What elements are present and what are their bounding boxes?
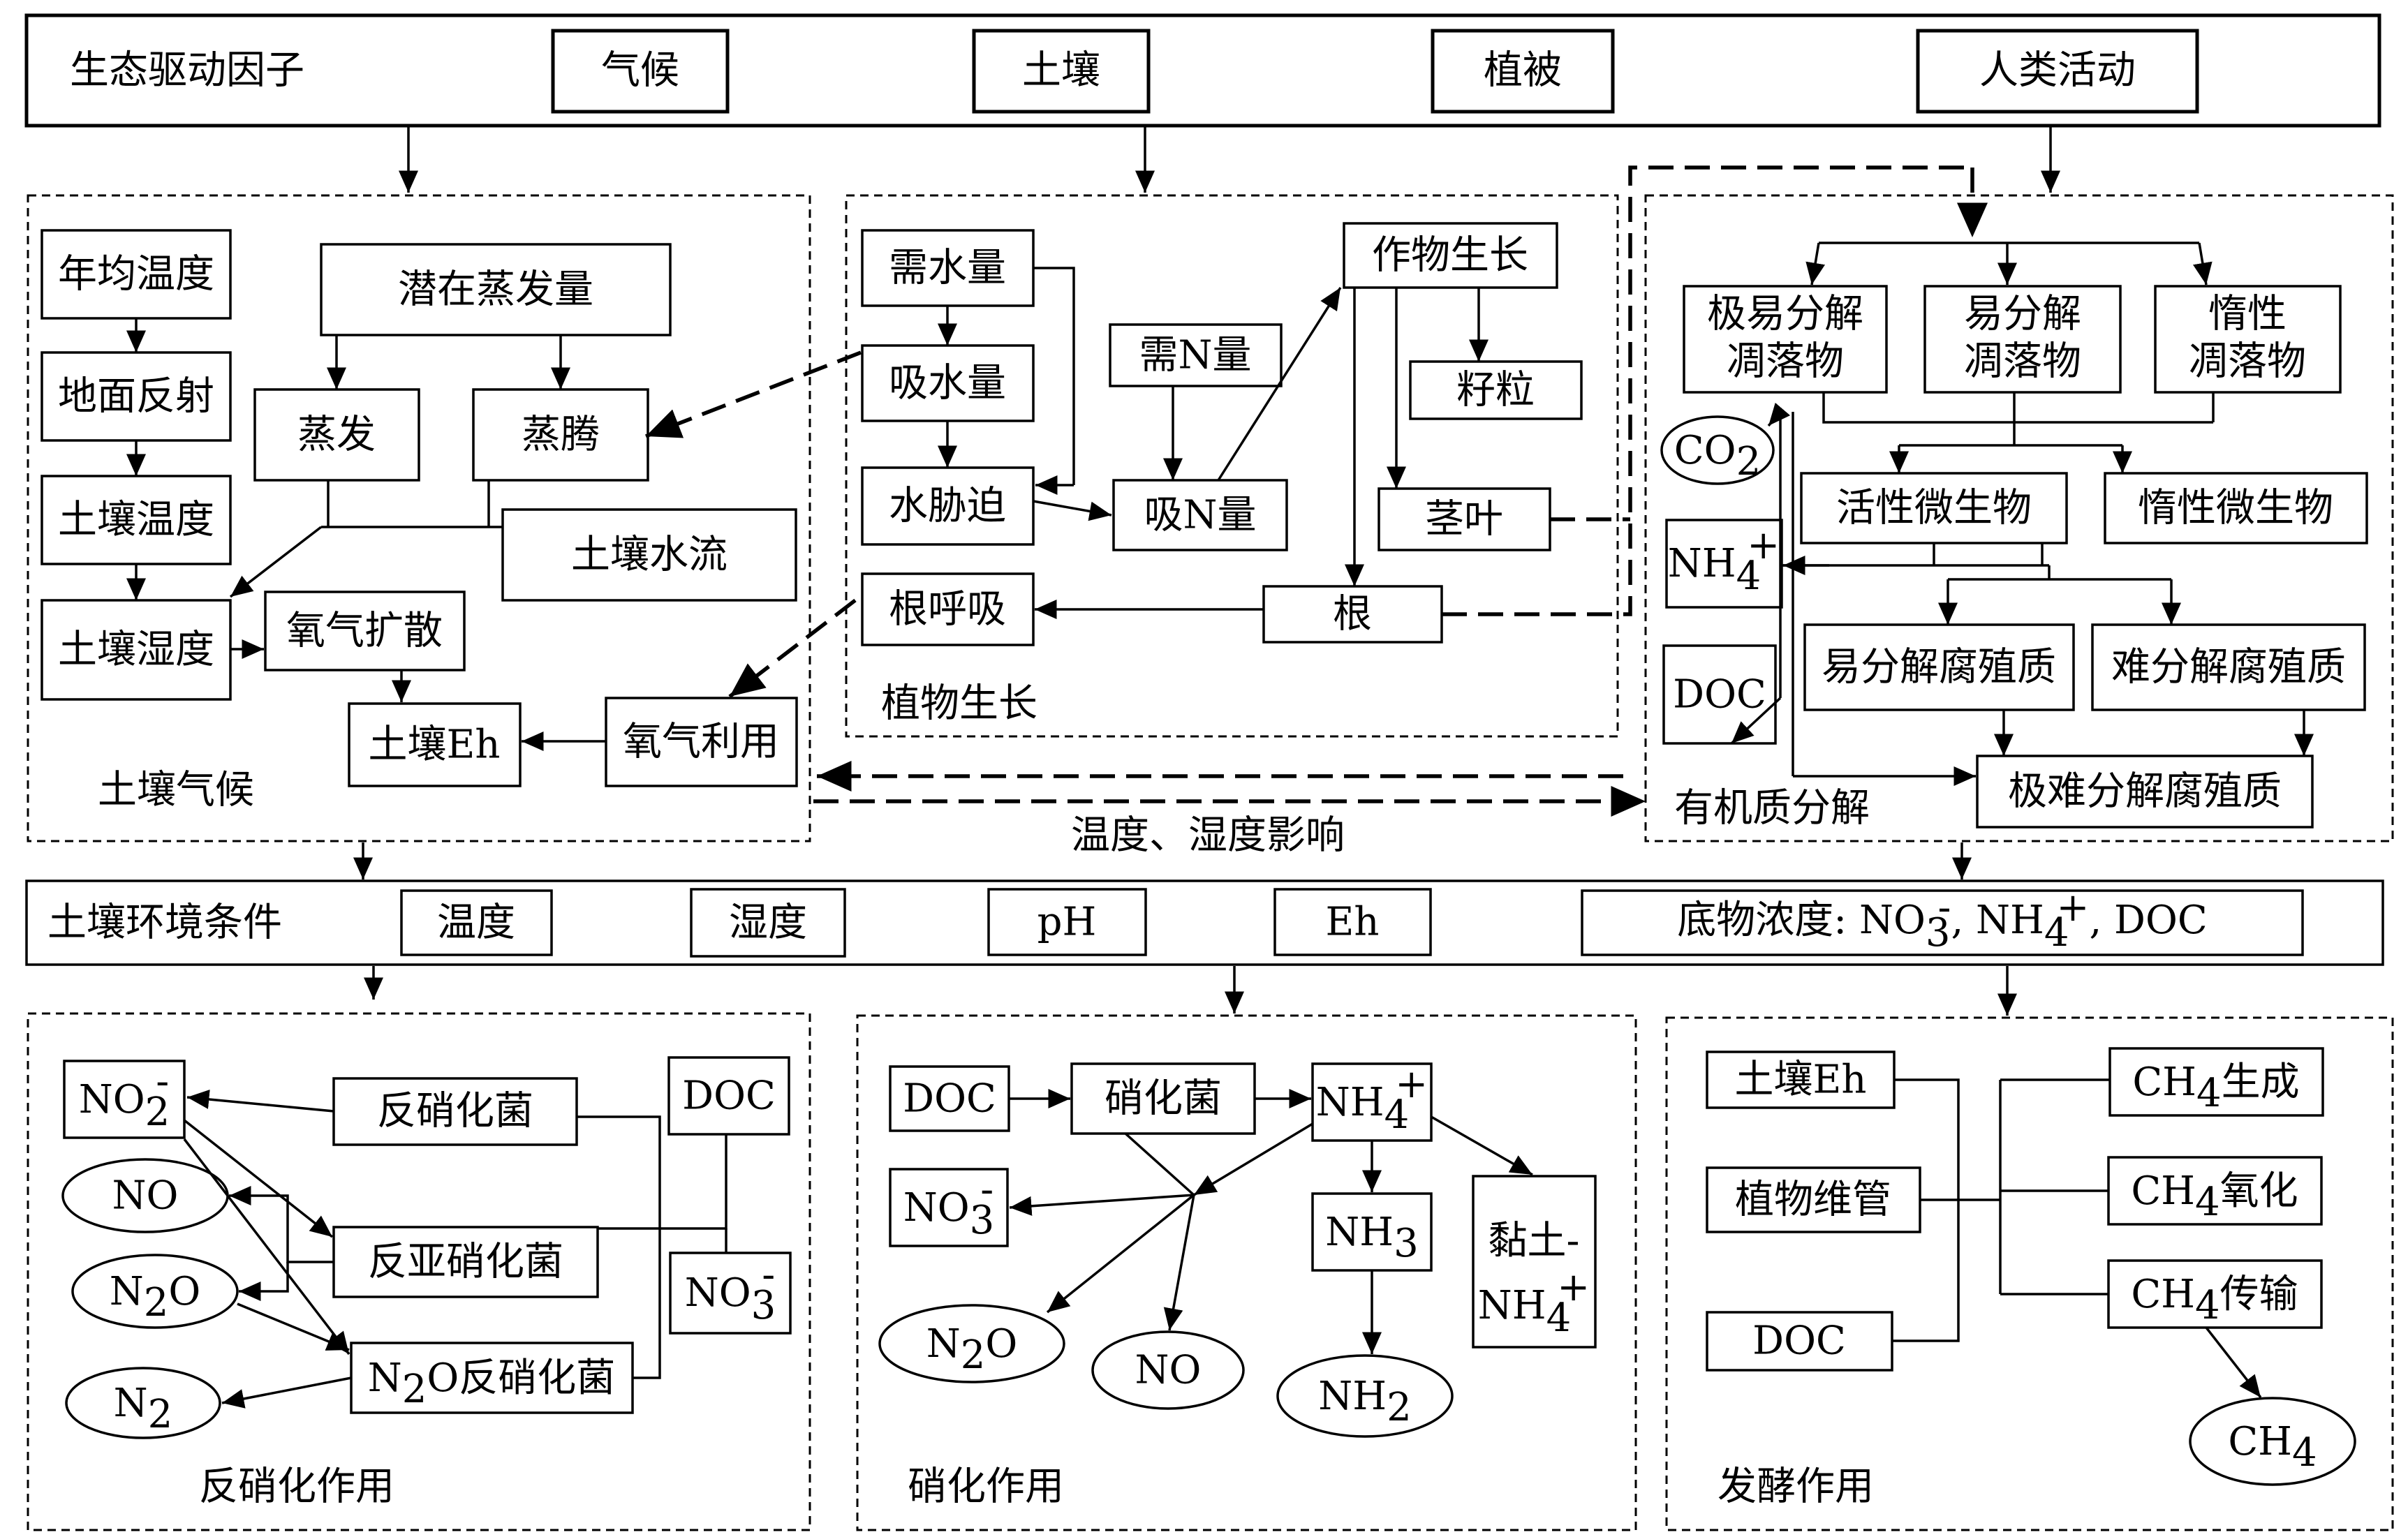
soil-climate-caption: 土壤气候	[98, 768, 254, 813]
grain-box: 籽粒	[1456, 368, 1535, 413]
nit-n2o: N2O	[926, 1321, 1018, 1378]
n2o-denitrifier-box: N2O反硝化菌	[368, 1356, 616, 1412]
stem-leaf-box: 茎叶	[1425, 497, 1503, 542]
env-eh: Eh	[1326, 900, 1380, 945]
litter-inert-l1: 惰性	[2208, 292, 2287, 337]
very-resistant-humus-box: 极难分解腐殖质	[2008, 769, 2282, 815]
driver-bar: 生态驱动因子 气候 土壤 植被 人类活动	[24, 13, 2381, 128]
denit-doc: DOC	[682, 1074, 776, 1119]
inert-microbe-box: 惰性微生物	[2138, 486, 2333, 531]
denitrifier-box: 反硝化菌	[377, 1089, 533, 1134]
ch4-transport-box: CH4传输	[2131, 1272, 2298, 1328]
doc-label: DOC	[1673, 672, 1766, 718]
soil-temp-box: 土壤温度	[58, 498, 214, 543]
factor-human: 人类活动	[1979, 48, 2136, 94]
co2-label: CO2	[1674, 428, 1761, 484]
ferm-soil-eh: 土壤Eh	[1735, 1057, 1867, 1103]
denit-no: NO	[112, 1173, 179, 1219]
denit-n2: N2	[114, 1381, 173, 1437]
root-respiration-box: 根呼吸	[889, 587, 1006, 632]
section-nitrification: 硝化作用 DOC 硝化菌 NH4+ NO3- NH3 黏土- NH4+ N2O …	[856, 1014, 1637, 1531]
oxygen-use-box: 氧气利用	[623, 720, 779, 765]
factor-vegetation: 植被	[1484, 48, 1562, 94]
plant-growth-caption: 植物生长	[881, 681, 1037, 727]
ferm-plant-vessel: 植物维管	[1735, 1178, 1891, 1223]
root-box: 根	[1333, 592, 1372, 637]
nitrite-denitrifier-box: 反亚硝化菌	[368, 1240, 563, 1285]
env-bar: 土壤环境条件 温度 湿度 pH Eh 底物浓度: NO3-, NH4+, DOC	[25, 879, 2384, 966]
denit-n2o: N2O	[110, 1269, 201, 1326]
active-microbe-box: 活性微生物	[1836, 486, 2032, 531]
ferm-doc: DOC	[1752, 1319, 1846, 1364]
litter-very-labile-l1: 极易分解	[1707, 292, 1863, 337]
labile-humus-box: 易分解腐殖质	[1822, 645, 2056, 690]
nit-nh2: NH2	[1318, 1374, 1411, 1430]
annual-temp-box: 年均温度	[58, 252, 214, 297]
crop-growth-box: 作物生长	[1372, 233, 1528, 279]
nit-no: NO	[1135, 1348, 1202, 1393]
litter-labile-l1: 易分解	[1964, 292, 2081, 337]
section-denitrification: 反硝化作用 NO2- NO N2O N2 反硝化菌 反亚硝化菌 N2O反硝化菌 …	[27, 1012, 811, 1531]
resistant-humus-box: 难分解腐殖质	[2111, 645, 2346, 690]
driver-title: 生态驱动因子	[70, 48, 304, 94]
factor-climate: 气候	[601, 48, 679, 94]
feedback-label: 温度、湿度影响	[1071, 813, 1345, 859]
nh4-label: NH4+	[1668, 523, 1780, 599]
section-fermentation: 发酵作用 土壤Eh 植物维管 DOC CH4生成 CH4氧化 CH4传输 CH4	[1665, 1016, 2394, 1531]
denitrification-caption: 反硝化作用	[199, 1464, 394, 1510]
litter-inert-l2: 凋落物	[2189, 339, 2306, 385]
factor-soil: 土壤	[1022, 48, 1100, 94]
soil-moisture-box: 土壤湿度	[58, 628, 214, 673]
env-substrate: 底物浓度: NO3-, NH4+, DOC	[1677, 885, 2207, 956]
section-organic-decomposition: 有机质分解 极易分解 凋落物 易分解 凋落物 惰性 凋落物 活性微生物 惰性微生…	[1644, 194, 2394, 842]
clay-nh4-line2: NH4+	[1478, 1265, 1590, 1341]
nit-nh3: NH3	[1325, 1210, 1418, 1266]
litter-very-labile-l2: 凋落物	[1727, 339, 1844, 385]
fermentation-caption: 发酵作用	[1718, 1464, 1874, 1510]
water-stress-box: 水胁迫	[889, 484, 1006, 529]
transpiration-box: 蒸腾	[522, 413, 600, 458]
n-demand-box: 需N量	[1139, 333, 1252, 378]
ch4-ellipse: CH4	[2228, 1419, 2317, 1476]
evaporation-box: 蒸发	[297, 413, 376, 458]
nit-doc: DOC	[903, 1076, 996, 1122]
env-moisture: 湿度	[729, 900, 807, 946]
potential-evap-box: 潜在蒸发量	[398, 267, 593, 313]
section-soil-climate: 土壤气候 年均温度 地面反射 土壤温度 土壤湿度 潜在蒸发量 蒸发 蒸腾 土壤水…	[27, 194, 811, 842]
denit-no3: NO3-	[685, 1252, 776, 1328]
nit-no3: NO3-	[903, 1167, 995, 1243]
soil-water-flow-box: 土壤水流	[571, 533, 727, 578]
denit-no2: NO2-	[79, 1059, 170, 1135]
nitrification-caption: 硝化作用	[908, 1464, 1064, 1510]
water-uptake-box: 吸水量	[889, 361, 1006, 406]
nit-nh4: NH4+	[1316, 1062, 1428, 1138]
n-uptake-box: 吸N量	[1144, 493, 1257, 538]
oxygen-diffusion-box: 氧气扩散	[286, 609, 443, 654]
section-plant-growth: 植物生长 需水量 吸水量 水胁迫 需N量 吸N量 作物生长 籽粒 茎叶 根 根呼…	[845, 194, 1619, 738]
water-demand-box: 需水量	[889, 246, 1006, 291]
env-ph: pH	[1037, 900, 1097, 945]
organic-caption: 有机质分解	[1674, 786, 1870, 831]
ch4-production-box: CH4生成	[2132, 1060, 2299, 1116]
env-title: 土壤环境条件	[47, 900, 282, 946]
ground-reflect-box: 地面反射	[58, 374, 214, 419]
clay-nh4-line1: 黏土-	[1489, 1219, 1580, 1264]
soil-eh-box: 土壤Eh	[369, 722, 501, 768]
ch4-oxidation-box: CH4氧化	[2131, 1168, 2298, 1225]
litter-labile-l2: 凋落物	[1964, 339, 2081, 385]
nitrifier-box: 硝化菌	[1105, 1076, 1222, 1122]
env-temp: 温度	[437, 900, 515, 946]
